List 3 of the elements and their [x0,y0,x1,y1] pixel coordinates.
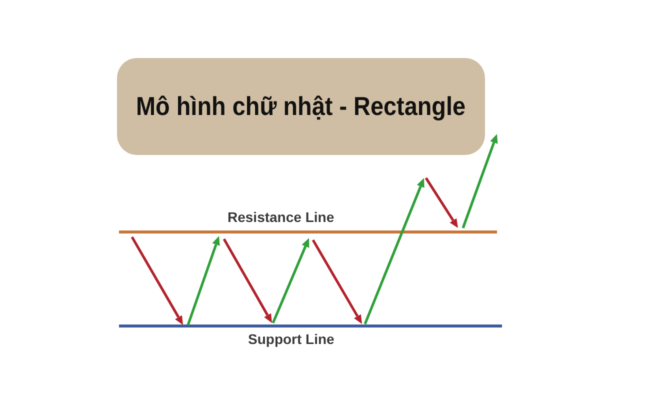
resistance-label: Resistance Line [228,209,334,225]
support-label: Support Line [248,331,334,347]
title-text: Mô hình chữ nhật - Rectangle [136,91,466,122]
